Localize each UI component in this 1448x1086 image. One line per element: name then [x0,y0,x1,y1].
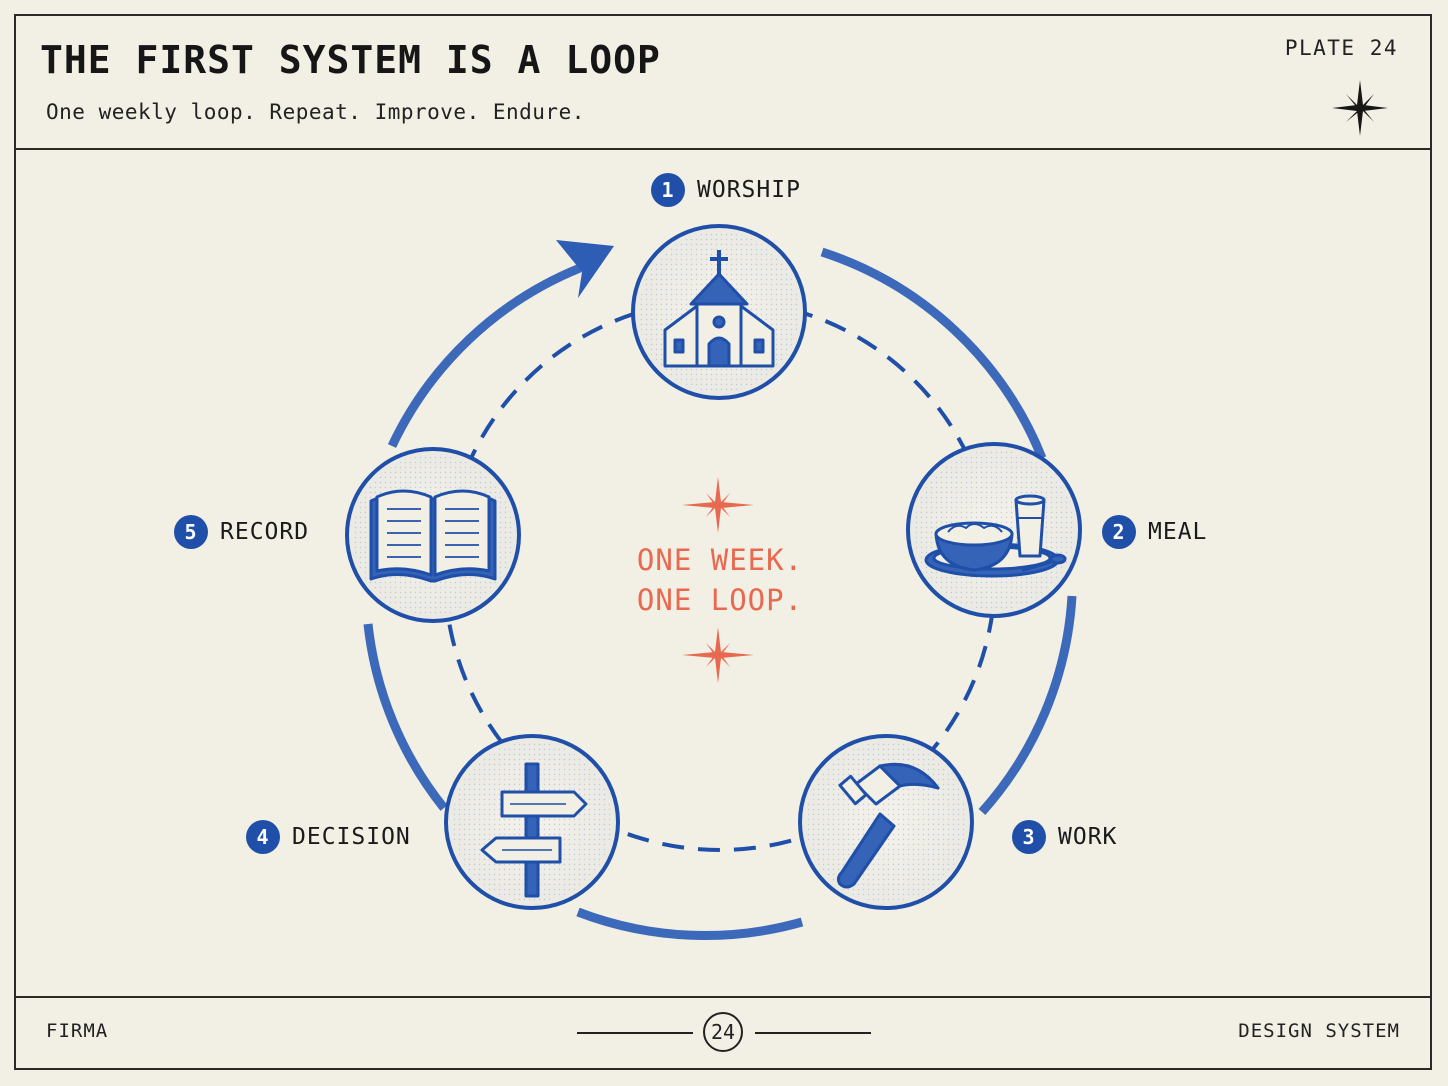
center-caption: ONE WEEK. ONE LOOP. [600,540,840,620]
page-number-ornament: 24 [577,1011,872,1055]
node-label-decision: 4 DECISION [246,820,411,854]
outer-cycle-arcs [363,247,1077,940]
plate-number: PLATE 24 [1284,36,1398,60]
page-line-left [577,1032,693,1034]
church-icon [663,250,775,368]
footer-section: DESIGN SYSTEM [1238,1020,1400,1042]
arc-decision-to-record [363,623,448,811]
badge-3: 3 [1012,820,1046,854]
node-decision [444,734,620,910]
page-frame [14,14,1432,1070]
page-number: 24 [703,1012,743,1052]
node-label-meal: 2 MEAL [1102,515,1207,549]
badge-5: 5 [174,515,208,549]
node-work [798,734,974,910]
badge-2: 2 [1102,515,1136,549]
signpost-icon [480,762,588,898]
node-worship [631,224,807,400]
node-meal [906,442,1082,618]
footer-divider [14,996,1432,998]
page-subtitle: One weekly loop. Repeat. Improve. Endure… [46,100,585,124]
node-record [345,447,521,623]
arc-record-to-worship [387,263,582,448]
node-label-work: 3 WORK [1012,820,1117,854]
arrowhead-icon [556,240,614,298]
header-divider [14,148,1432,150]
badge-1: 1 [651,173,685,207]
center-star-bottom-icon [682,627,754,683]
label-meal: MEAL [1148,519,1208,545]
label-worship: WORSHIP [697,177,801,203]
node-label-worship: 1 WORSHIP [651,173,801,207]
label-decision: DECISION [292,824,411,850]
arc-worship-to-meal [820,247,1047,460]
center-star-top-icon [682,477,754,533]
page-title: THE FIRST SYSTEM IS A LOOP [40,38,661,82]
label-work: WORK [1058,824,1118,850]
footer-brand: FIRMA [46,1020,109,1042]
hammer-icon [836,762,940,889]
center-line-1: ONE WEEK. [636,543,804,577]
page-line-right [755,1032,871,1034]
node-label-record: 5 RECORD [174,515,309,549]
meal-icon [924,494,1067,578]
arc-work-to-decision [576,907,804,940]
center-line-2: ONE LOOP. [636,583,804,617]
book-icon [369,489,497,583]
badge-4: 4 [246,820,280,854]
arc-meal-to-work [978,595,1077,816]
label-record: RECORD [220,519,310,545]
compass-star-icon [1332,80,1388,136]
